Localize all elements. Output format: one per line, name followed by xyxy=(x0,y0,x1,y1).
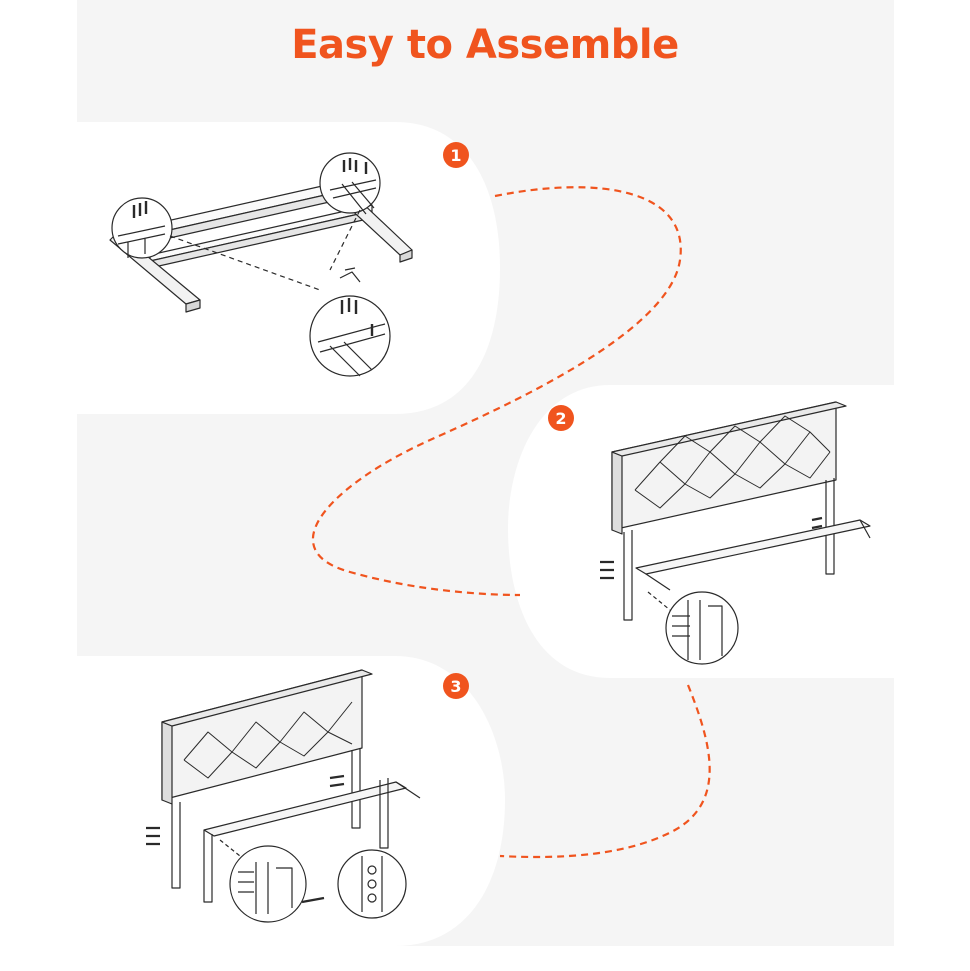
step-badge-3: 3 xyxy=(443,673,469,699)
step-number-1: 1 xyxy=(450,146,461,165)
dashed-connector-path xyxy=(312,186,711,859)
step-1-illustration xyxy=(109,152,413,377)
step-badge-1: 1 xyxy=(443,142,469,168)
step-1-card xyxy=(77,122,500,414)
step-badge-2: 2 xyxy=(548,405,574,431)
step-number-3: 3 xyxy=(450,677,461,696)
step-2-illustration xyxy=(600,401,871,665)
page-title: Easy to Assemble xyxy=(291,22,679,68)
step-3-illustration xyxy=(146,669,421,923)
step-number-2: 2 xyxy=(555,409,566,428)
